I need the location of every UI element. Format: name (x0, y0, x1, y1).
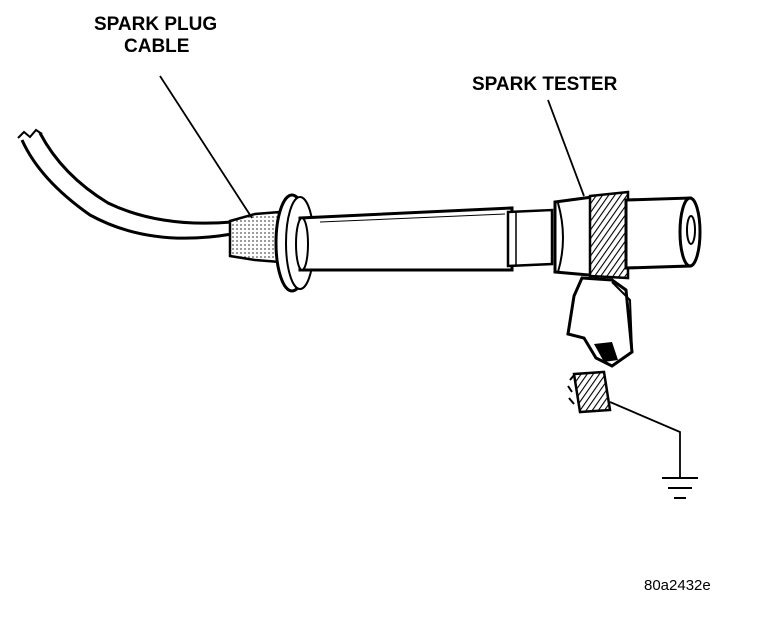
barrel-step (506, 208, 554, 268)
figure-id: 80a2432e (644, 577, 711, 594)
cable-boot (228, 210, 282, 264)
spark-plug-cable (17, 128, 233, 240)
label-spark-plug-cable-line1: SPARK PLUG (94, 14, 218, 35)
tester-barrel (295, 206, 514, 272)
tester-head (553, 190, 702, 280)
label-spark-tester: SPARK TESTER (472, 74, 618, 95)
ground-symbol-icon (662, 477, 698, 499)
leader-line-spark-tester (547, 99, 585, 197)
label-spark-plug-cable-line2: CABLE (124, 36, 190, 57)
ground-wire (609, 401, 681, 478)
leader-line-spark-plug-cable (159, 75, 253, 219)
alligator-clip (566, 276, 634, 414)
